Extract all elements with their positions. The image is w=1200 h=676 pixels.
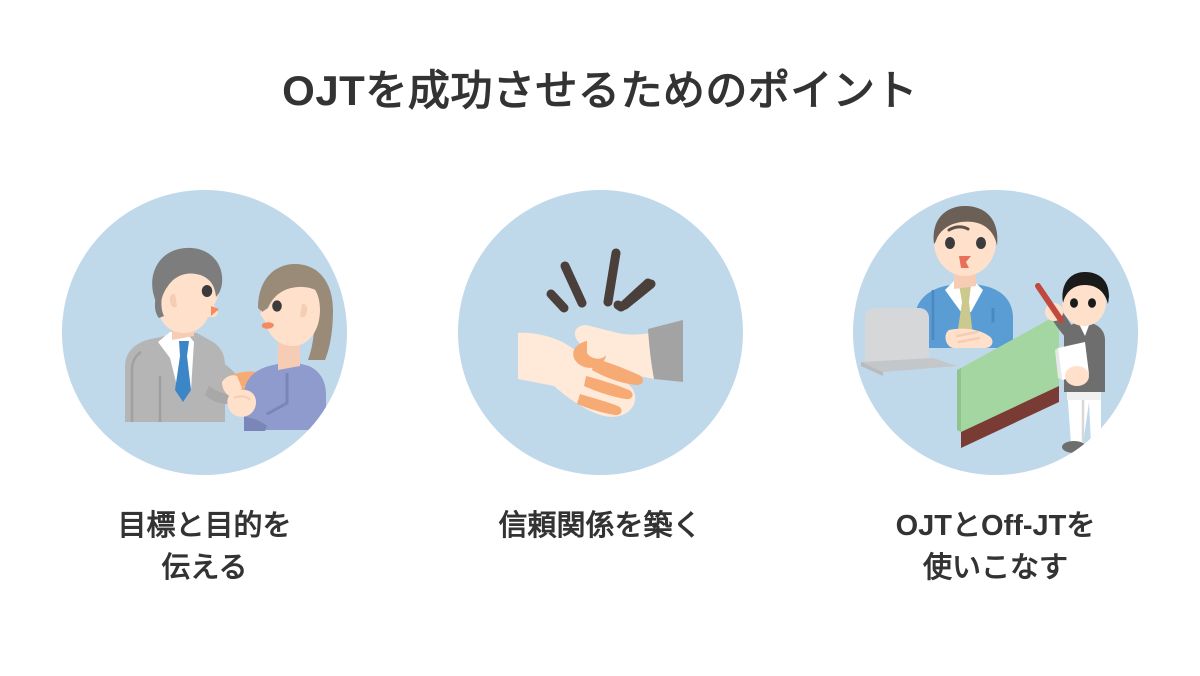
card-trust: 信頼関係を築く <box>457 190 743 589</box>
laptop-and-chalkboard-illustration <box>853 190 1138 475</box>
card-ojt-offjt: OJTとOff-JTを 使いこなす <box>853 190 1138 589</box>
card-caption: 目標と目的を 伝える <box>117 510 292 585</box>
card-caption: 信頼関係を築く <box>498 510 702 542</box>
page-title: OJTを成功させるためのポイント <box>282 67 918 114</box>
two-people-talking-svg <box>125 247 333 431</box>
handshake-illustration <box>457 190 743 475</box>
laptop-chalkboard-svg <box>861 206 1110 453</box>
card-goals: 目標と目的を 伝える <box>62 190 347 589</box>
two-people-talking-illustration <box>62 190 347 475</box>
card-caption: OJTとOff-JTを 使いこなす <box>895 510 1096 585</box>
handshake-svg <box>517 248 683 417</box>
card-row: 目標と目的を 伝える <box>0 190 1200 589</box>
